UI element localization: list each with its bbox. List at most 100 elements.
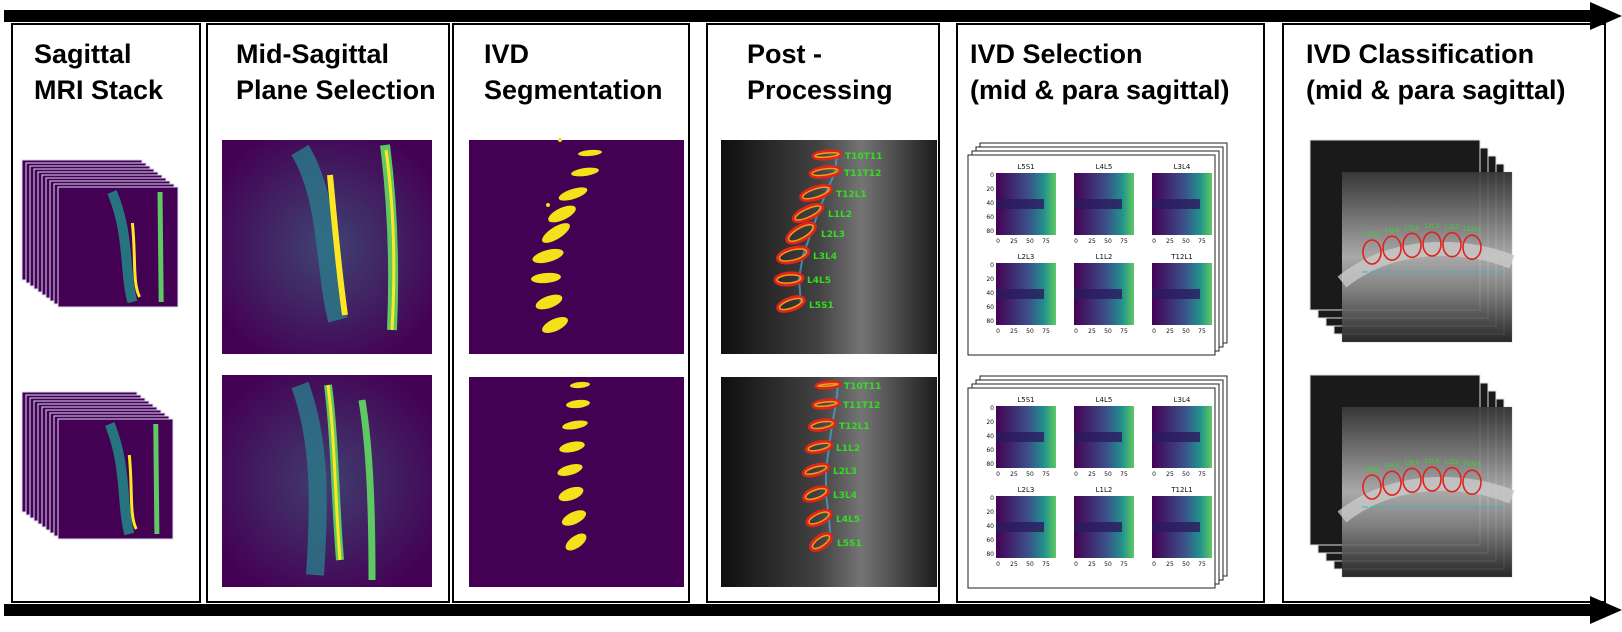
disc-mask bbox=[558, 187, 588, 201]
mri-stack-bottom bbox=[21, 391, 174, 540]
y-tick-label: 60 bbox=[986, 537, 994, 544]
disc-contour bbox=[775, 245, 811, 265]
panel-ivd-selection bbox=[956, 23, 1265, 603]
x-tick-label: 75 bbox=[1042, 471, 1050, 478]
vertebra-level-label: L1L2 bbox=[836, 444, 860, 454]
x-tick-label: 50 bbox=[1026, 471, 1034, 478]
x-tick-label: 0 bbox=[1152, 471, 1156, 478]
x-tick-label: 50 bbox=[1104, 328, 1112, 335]
vertebra-level-label: T12L1 bbox=[836, 190, 867, 200]
x-tick-label: 50 bbox=[1026, 328, 1034, 335]
y-tick-label: 20 bbox=[986, 509, 994, 516]
vertebra-level-label: L3L4 bbox=[813, 252, 837, 262]
ivd-class-label: L3L4 bbox=[1405, 459, 1420, 466]
vertebra-level-label: L5S1 bbox=[837, 539, 862, 549]
classified-disc bbox=[1462, 469, 1482, 496]
subplot-title: L1L2 bbox=[1096, 253, 1113, 261]
x-tick-label: 0 bbox=[1074, 561, 1078, 568]
x-tick-label: 25 bbox=[1166, 471, 1174, 478]
vertebra-level-label: T11T12 bbox=[843, 401, 880, 411]
y-tick-label: 20 bbox=[986, 186, 994, 193]
subplot-title: L1L2 bbox=[1096, 486, 1113, 494]
y-tick-label: 40 bbox=[986, 433, 994, 440]
x-tick-label: 0 bbox=[996, 328, 1000, 335]
x-tick-label: 25 bbox=[1088, 328, 1096, 335]
x-tick-label: 0 bbox=[1152, 561, 1156, 568]
ivd-class-label: L1L2 bbox=[1445, 224, 1460, 231]
ivd-class-label: T12L1 bbox=[1462, 461, 1482, 468]
disc-mask bbox=[559, 441, 585, 453]
x-tick-label: 75 bbox=[1120, 561, 1128, 568]
x-tick-label: 25 bbox=[1088, 471, 1096, 478]
x-tick-label: 25 bbox=[1166, 238, 1174, 245]
x-tick-label: 75 bbox=[1198, 471, 1206, 478]
disc-contour bbox=[805, 508, 833, 528]
ivd-class-label: L2L3 bbox=[1425, 458, 1440, 465]
x-tick-label: 75 bbox=[1042, 561, 1050, 568]
x-tick-label: 0 bbox=[1152, 238, 1156, 245]
x-tick-label: 25 bbox=[1010, 471, 1018, 478]
stage-panels bbox=[11, 23, 1606, 603]
disc-contour bbox=[807, 418, 837, 432]
x-tick-label: 50 bbox=[1182, 328, 1190, 335]
ivd-class-label: L5S1 bbox=[1365, 231, 1380, 238]
y-tick-label: 60 bbox=[986, 447, 994, 454]
ivd-class-label: L2L3 bbox=[1425, 223, 1440, 230]
top-timeline-arrow bbox=[4, 2, 1622, 30]
classified-disc bbox=[1382, 235, 1402, 261]
x-tick-label: 50 bbox=[1182, 561, 1190, 568]
x-tick-label: 50 bbox=[1104, 238, 1112, 245]
disc-mask bbox=[532, 248, 564, 264]
y-tick-label: 0 bbox=[990, 172, 994, 179]
disc-contour bbox=[776, 295, 806, 313]
x-tick-label: 50 bbox=[1026, 238, 1034, 245]
x-tick-label: 25 bbox=[1010, 238, 1018, 245]
ivd-class-label: L4L5 bbox=[1385, 462, 1400, 469]
disc-contour bbox=[799, 183, 833, 203]
subplot-title: L2L3 bbox=[1018, 253, 1035, 261]
x-tick-label: 0 bbox=[1074, 328, 1078, 335]
stage-title-ivd-selection: IVD Selection(mid & para sagittal) bbox=[970, 39, 1230, 105]
classified-disc bbox=[1442, 231, 1462, 258]
x-tick-label: 25 bbox=[1010, 328, 1018, 335]
disc-mask bbox=[558, 486, 584, 502]
ivd-class-label: L3L4 bbox=[1405, 224, 1420, 231]
x-tick-label: 50 bbox=[1182, 471, 1190, 478]
disc-mask bbox=[570, 381, 590, 389]
y-tick-label: 80 bbox=[986, 228, 994, 235]
disc-contour bbox=[791, 202, 825, 224]
classified-disc bbox=[1422, 231, 1442, 257]
classified-disc bbox=[1402, 467, 1422, 494]
disc-contour bbox=[785, 221, 817, 245]
y-tick-label: 0 bbox=[990, 405, 994, 412]
y-tick-label: 80 bbox=[986, 461, 994, 468]
x-tick-label: 75 bbox=[1198, 238, 1206, 245]
subplot-title: L3L4 bbox=[1174, 396, 1191, 404]
mid-sagittal-image-top bbox=[222, 140, 432, 354]
bottom-timeline-arrow bbox=[4, 596, 1622, 624]
disc-contour bbox=[814, 380, 842, 390]
x-tick-label: 0 bbox=[1074, 471, 1078, 478]
panel-mid-sagittal-selection bbox=[206, 23, 450, 603]
ivd-class-label: L1L2 bbox=[1445, 459, 1460, 466]
y-tick-label: 20 bbox=[986, 419, 994, 426]
x-tick-label: 50 bbox=[1104, 561, 1112, 568]
vertebra-level-label: L4L5 bbox=[807, 276, 831, 286]
y-tick-label: 40 bbox=[986, 200, 994, 207]
disc-mask bbox=[542, 316, 568, 334]
classified-disc bbox=[1462, 234, 1482, 261]
x-tick-label: 25 bbox=[1088, 561, 1096, 568]
vertebra-level-label: L5S1 bbox=[809, 301, 834, 311]
subplot-title: T12L1 bbox=[1170, 486, 1193, 494]
disc-contour bbox=[811, 398, 841, 410]
x-tick-label: 25 bbox=[1010, 561, 1018, 568]
panel-sagittal-mri-stack bbox=[11, 23, 201, 603]
stage-title-post-processing: Post -Processing bbox=[747, 39, 893, 105]
subplot-title: L2L3 bbox=[1018, 486, 1035, 494]
x-tick-label: 75 bbox=[1120, 238, 1128, 245]
vertebra-level-label: T12L1 bbox=[839, 422, 870, 432]
x-tick-label: 25 bbox=[1166, 328, 1174, 335]
